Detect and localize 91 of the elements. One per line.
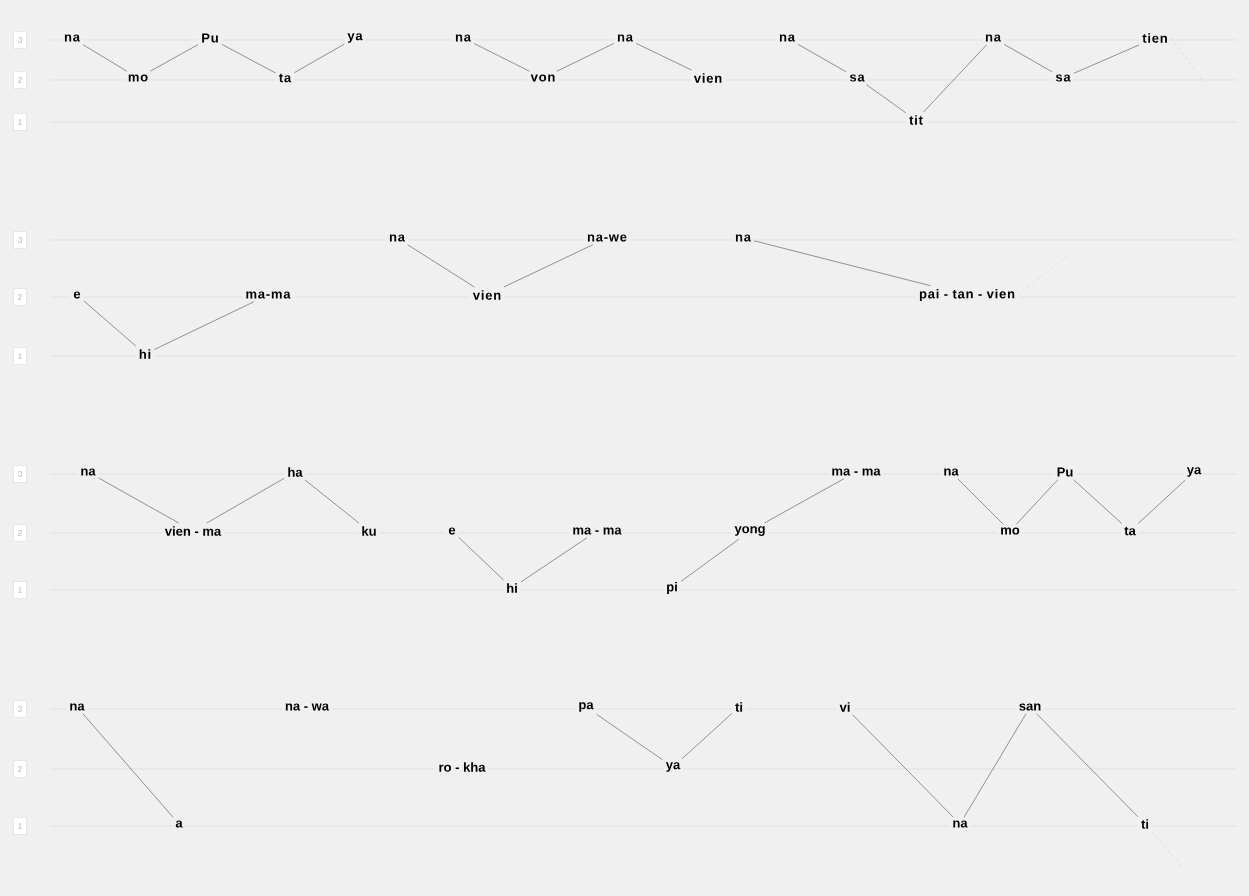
- syllable: ro - kha: [435, 759, 489, 775]
- syllable: ma - ma: [828, 465, 884, 479]
- syllable: e: [445, 524, 459, 538]
- level-number: 3: [13, 31, 27, 49]
- syllable: na: [77, 465, 99, 479]
- syllable: pa: [575, 699, 597, 715]
- syllable: tit: [906, 112, 926, 128]
- connector-line: [866, 84, 907, 113]
- node-label: na - wa: [285, 703, 330, 711]
- syllable: mo: [124, 71, 152, 85]
- connector-line: [1004, 44, 1053, 72]
- connector-line: [83, 300, 137, 347]
- node-label: pi: [667, 581, 677, 595]
- connector-line: [764, 478, 845, 524]
- node-label: Pu: [202, 33, 218, 43]
- connector-line: [963, 713, 1027, 818]
- level-number: 2: [13, 524, 27, 542]
- syllable: ti: [732, 699, 746, 715]
- connector-line: [852, 714, 954, 818]
- connector-line: [304, 479, 360, 524]
- level-number: 2: [13, 760, 27, 778]
- level-number: 2: [13, 288, 27, 306]
- connector-line: [458, 537, 504, 581]
- connector-line: [754, 240, 931, 286]
- syllable: ma - ma: [569, 524, 625, 538]
- syllable: na: [940, 465, 962, 479]
- connector-line: [82, 713, 174, 818]
- syllable: ya: [662, 759, 684, 775]
- connector-line: [407, 244, 475, 288]
- syllable: sa: [846, 71, 868, 85]
- connector-line: [82, 44, 128, 72]
- syllable: na: [66, 700, 88, 714]
- syllable: mo: [997, 524, 1023, 538]
- connector-line: [221, 44, 276, 74]
- syllable: na: [61, 31, 83, 45]
- syllable: na: [949, 817, 971, 831]
- syllable: hi: [503, 580, 521, 596]
- connector-line: [798, 44, 847, 72]
- level-number: 2: [13, 71, 27, 89]
- connector-line: [503, 244, 593, 288]
- syllable: ti: [1138, 816, 1152, 832]
- syllable: na-we: [584, 231, 630, 245]
- connector-line: [556, 43, 615, 72]
- node-label: tien: [1142, 33, 1167, 43]
- syllable: na: [386, 231, 408, 245]
- syllable: na: [776, 31, 798, 45]
- connector-line: [1036, 713, 1139, 817]
- syllable: vien: [469, 287, 505, 303]
- level-number: 3: [13, 700, 27, 718]
- syllable: ya: [1183, 464, 1205, 480]
- syllable: a: [172, 817, 186, 831]
- syllable: na: [732, 231, 754, 245]
- connector-line: [1073, 44, 1140, 74]
- syllable: Pu: [1053, 464, 1077, 480]
- connector-line: [520, 537, 588, 583]
- node-label: mo: [1001, 527, 1020, 535]
- level-number: 3: [13, 465, 27, 483]
- connector-line: [1073, 479, 1122, 524]
- syllable: na - wa: [281, 700, 333, 714]
- syllable: na: [452, 31, 474, 45]
- connector-line: [98, 477, 179, 524]
- syllable: ya: [344, 30, 366, 46]
- syllable: san: [1015, 700, 1045, 714]
- connector-line: [680, 538, 740, 582]
- connector-line: [206, 478, 285, 524]
- connector-line: [636, 43, 692, 71]
- connector-line: [149, 44, 199, 72]
- syllable: vien: [690, 70, 726, 86]
- connector-line: [923, 44, 987, 113]
- syllable: von: [527, 71, 559, 85]
- connector-line: [474, 43, 530, 72]
- syllable: Pu: [198, 30, 222, 46]
- level-number: 3: [13, 231, 27, 249]
- syllable: vien - ma: [161, 523, 225, 539]
- connector-line: [1016, 479, 1058, 525]
- connector-line: [154, 301, 255, 350]
- syllable: sa: [1052, 71, 1074, 85]
- syllable: na: [982, 31, 1004, 45]
- node-label: hi: [507, 583, 517, 593]
- syllable: tien: [1139, 30, 1171, 46]
- connector-line: [957, 478, 1004, 525]
- connector-line: [294, 44, 345, 73]
- connector-line: [681, 713, 733, 760]
- connector-line: [596, 714, 663, 761]
- syllable: na: [614, 31, 636, 45]
- syllable: e: [70, 288, 84, 302]
- syllable: ma-ma: [242, 288, 294, 302]
- connector-line: [1137, 479, 1186, 524]
- syllable: ha: [284, 464, 306, 480]
- syllable: yong: [731, 523, 769, 539]
- syllable: ku: [358, 523, 380, 539]
